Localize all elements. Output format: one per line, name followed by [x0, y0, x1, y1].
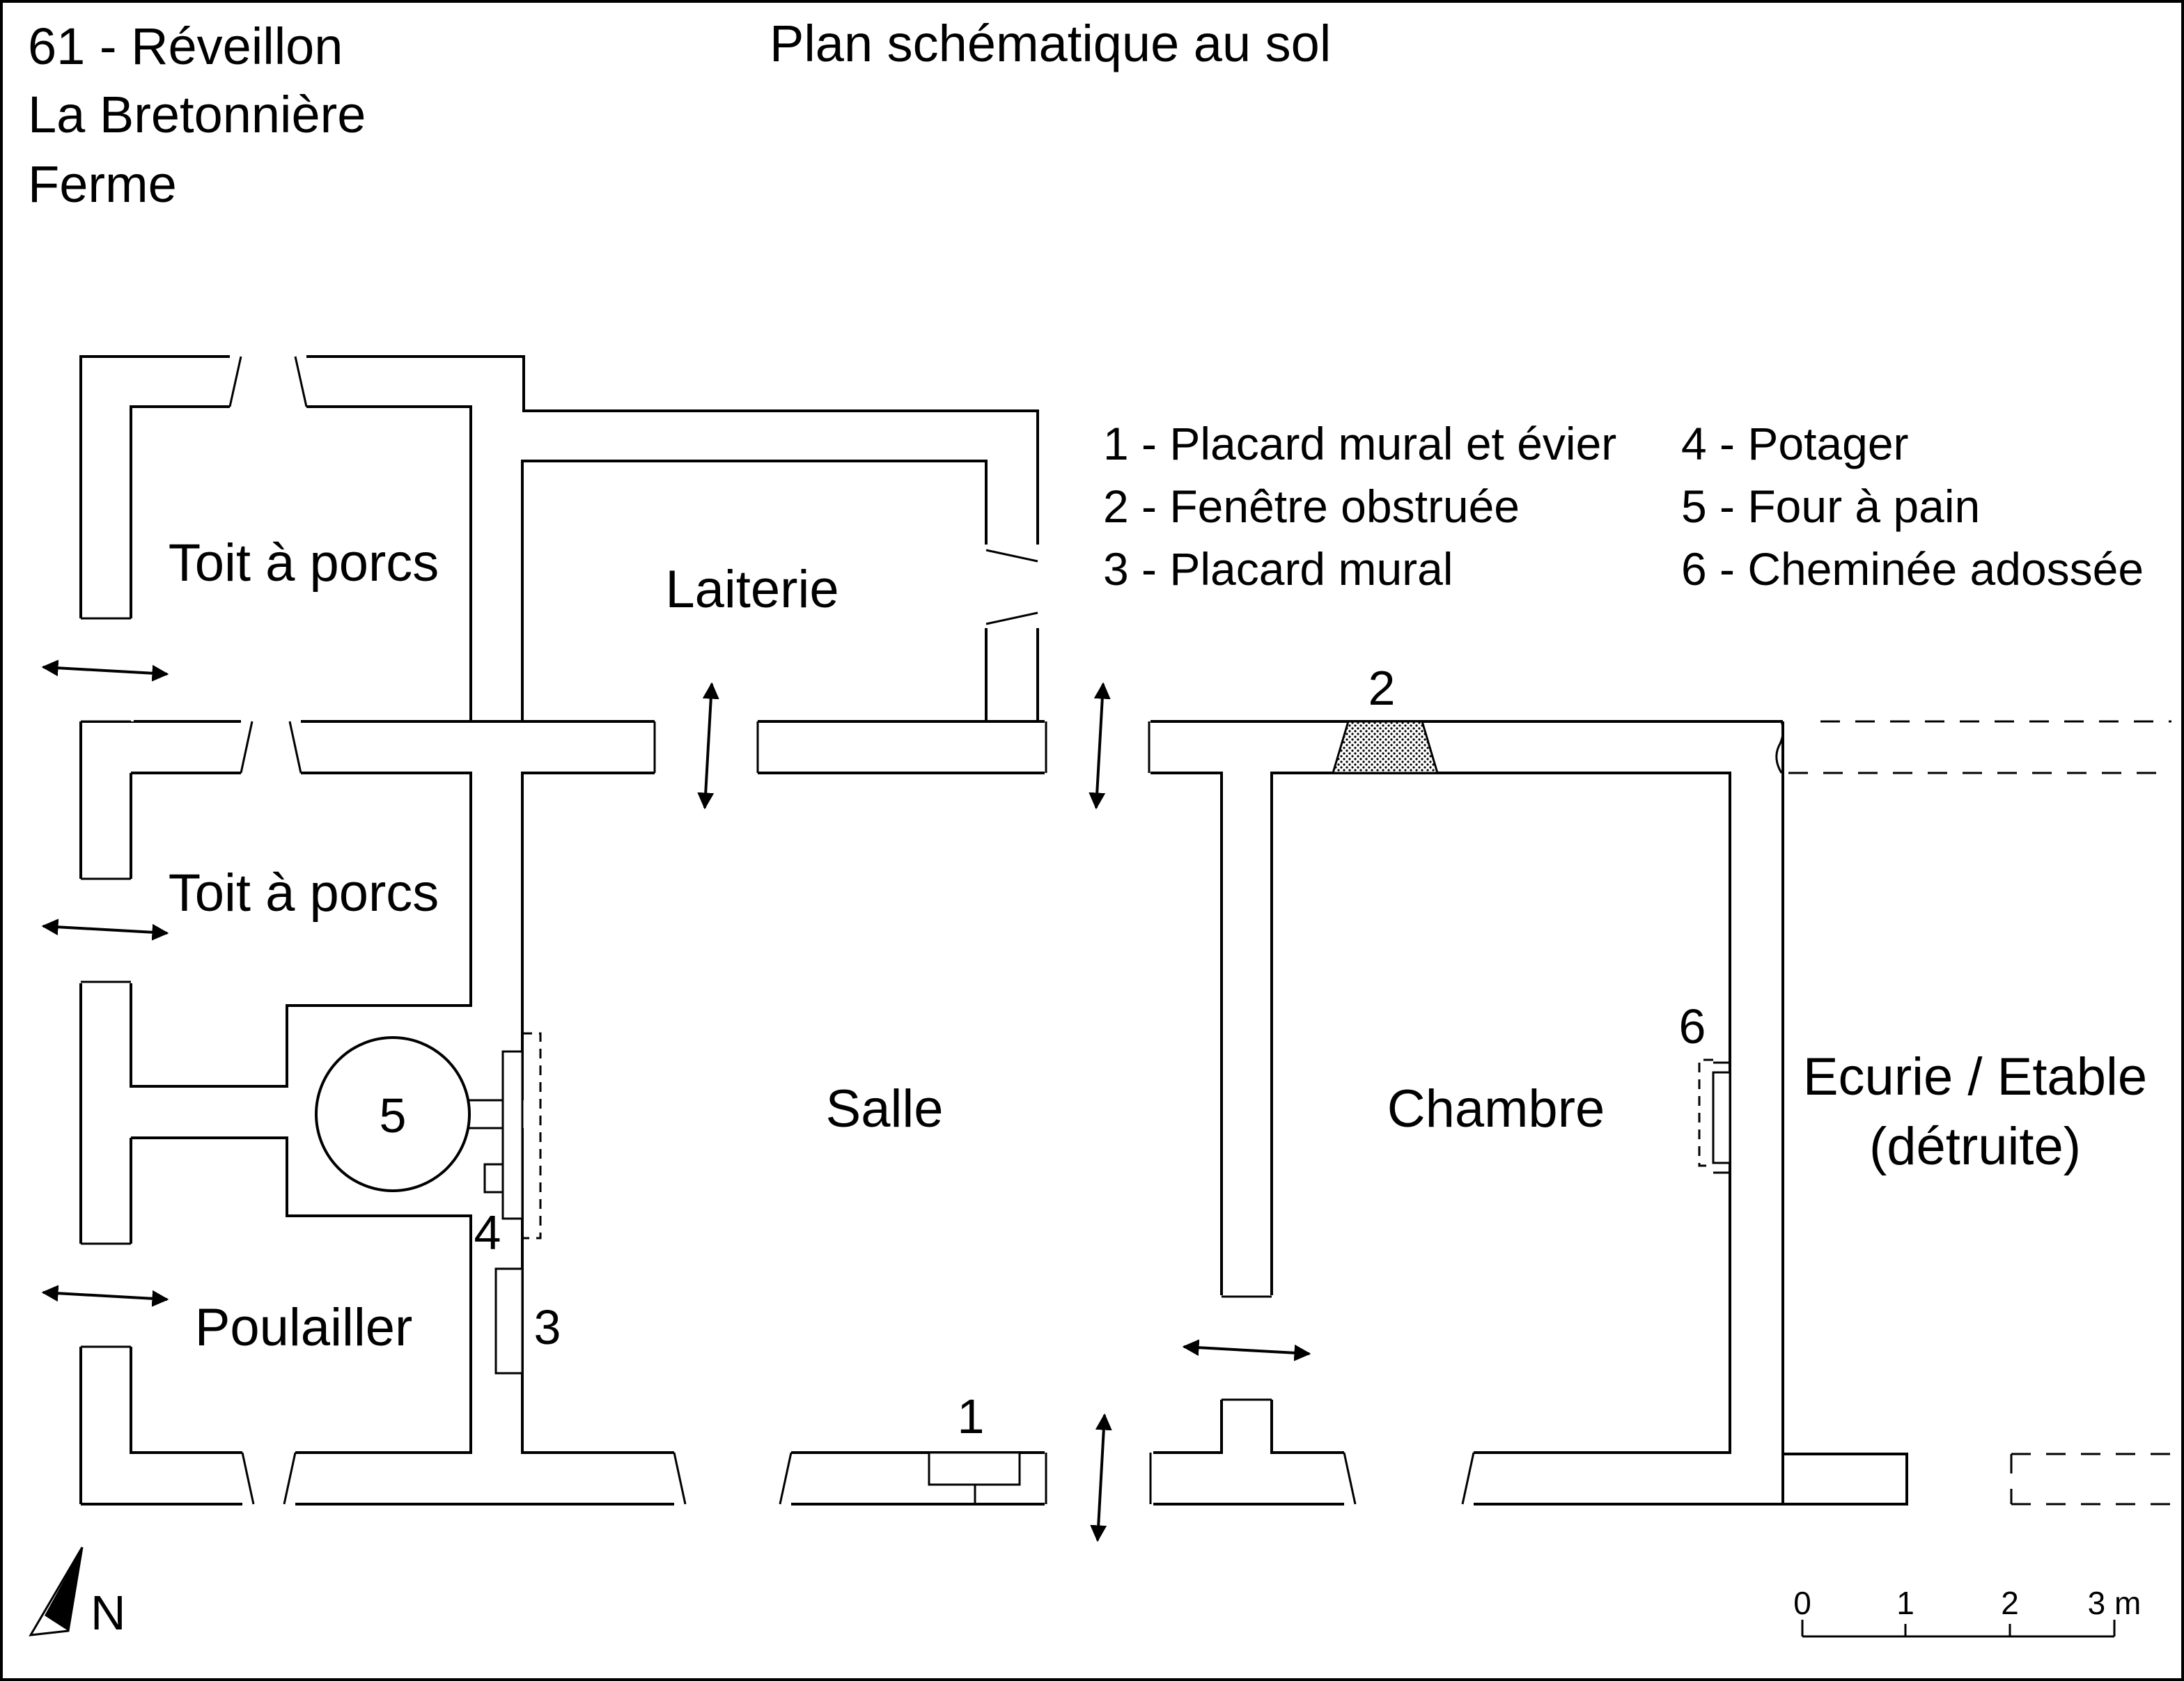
- legend-item-6: 6 - Cheminée adossée: [1681, 543, 2144, 595]
- wall-cupboard: [494, 1267, 524, 1375]
- destroyed-walls: [1788, 720, 2171, 1506]
- room-salle: Salle: [826, 1079, 944, 1139]
- bread-oven: [315, 1036, 471, 1192]
- legend-item-2: 2 - Fenêtre obstruée: [1103, 480, 1520, 532]
- scale-tick-1: 1: [1896, 1585, 1914, 1621]
- marker-4: 4: [474, 1205, 501, 1260]
- circulation-arrows: [41, 659, 1311, 1542]
- openings: [78, 355, 1475, 1507]
- location-line-2: La Bretonnière: [28, 86, 366, 143]
- legend-item-1: 1 - Placard mural et évier: [1103, 418, 1616, 469]
- marker-3: 3: [534, 1300, 561, 1354]
- room-laiterie: Laiterie: [665, 560, 838, 619]
- potager: [501, 1050, 524, 1220]
- room-toit-a-porcs-2: Toit à porcs: [169, 863, 439, 923]
- obstructed-window: [1331, 720, 1440, 774]
- north-label: N: [91, 1586, 126, 1640]
- legend-item-4: 4 - Potager: [1681, 418, 1909, 469]
- scale-tick-0: 0: [1793, 1585, 1811, 1621]
- marker-5: 5: [380, 1088, 407, 1143]
- scale-tick-3m: 3 m: [2088, 1585, 2142, 1621]
- legend-item-3: 3 - Placard mural: [1103, 543, 1453, 595]
- marker-2: 2: [1368, 661, 1396, 715]
- scale-tick-2: 2: [2001, 1585, 2019, 1621]
- north-arrow-icon: [29, 1547, 84, 1636]
- room-toit-a-porcs-1: Toit à porcs: [169, 533, 439, 593]
- room-ecurie: Ecurie / Etable: [1803, 1047, 2147, 1107]
- location-line-3: Ferme: [28, 155, 177, 213]
- plan-title: Plan schématique au sol: [770, 15, 1331, 72]
- wall-cupboard-sink: [928, 1451, 1021, 1486]
- legend: 1 - Placard mural et évier 2 - Fenêtre o…: [1103, 418, 2144, 595]
- location-line-1: 61 - Réveillon: [28, 17, 343, 75]
- marker-6: 6: [1679, 999, 1706, 1054]
- room-poulailler: Poulailler: [195, 1298, 413, 1357]
- legend-item-5: 5 - Four à pain: [1681, 480, 1980, 532]
- marker-1: 1: [958, 1389, 985, 1444]
- fixtures: [315, 1032, 1731, 1504]
- room-chambre: Chambre: [1387, 1079, 1605, 1139]
- room-ecurie-detruite: (détruite): [1869, 1117, 2081, 1176]
- scale-bar: [1801, 1620, 2116, 1638]
- chimney: [1712, 1071, 1731, 1164]
